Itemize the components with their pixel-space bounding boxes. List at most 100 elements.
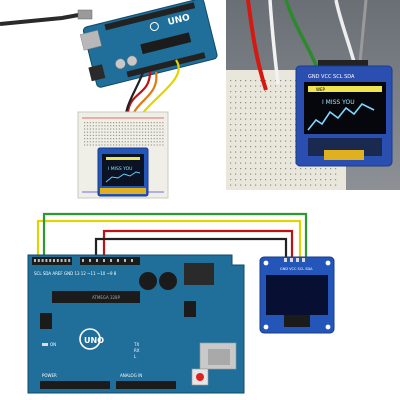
- hole: [290, 151, 292, 153]
- reset-button[interactable]: [196, 373, 204, 381]
- hole: [260, 162, 262, 164]
- hole: [136, 128, 138, 130]
- hole: [270, 140, 272, 142]
- hole: [118, 122, 120, 124]
- header-pin: [56, 259, 59, 262]
- hole: [245, 146, 247, 148]
- hole: [235, 107, 237, 109]
- hole: [142, 122, 144, 124]
- hole: [104, 128, 106, 130]
- hole: [150, 144, 152, 146]
- hole: [245, 162, 247, 164]
- hole: [153, 128, 155, 130]
- hole: [95, 138, 97, 140]
- hole: [136, 138, 138, 140]
- hole: [136, 144, 138, 146]
- oled-schematic-module: GND VCC SCL SDA: [259, 256, 335, 334]
- hole: [275, 184, 277, 186]
- hole: [290, 146, 292, 148]
- hole: [130, 138, 132, 140]
- hole: [162, 125, 164, 127]
- hole: [86, 125, 89, 127]
- hole: [290, 162, 292, 164]
- hole: [89, 122, 91, 124]
- hole: [290, 113, 292, 115]
- hole: [230, 118, 232, 120]
- hole: [280, 102, 282, 104]
- hole: [118, 128, 120, 130]
- hole: [230, 124, 232, 126]
- hole: [98, 138, 100, 140]
- hole: [124, 134, 126, 136]
- hole: [250, 184, 252, 186]
- photo-wire-white: [268, 0, 280, 85]
- hole: [144, 141, 147, 143]
- hole: [265, 91, 267, 93]
- arduino-uno-board: UNO: [79, 0, 218, 88]
- hole: [245, 102, 247, 104]
- label-tx: TX: [133, 342, 139, 347]
- oled-module: I MISS YOU: [97, 147, 149, 197]
- hole: [290, 102, 292, 104]
- hole: [84, 141, 86, 143]
- hole: [136, 122, 138, 124]
- hole: [255, 107, 257, 109]
- hole: [95, 125, 97, 127]
- hole: [245, 113, 247, 115]
- hole: [230, 113, 232, 115]
- hole: [250, 157, 252, 159]
- label-power: POWER: [42, 373, 57, 378]
- hole: [250, 85, 252, 87]
- hole: [265, 146, 267, 148]
- hole: [280, 118, 282, 120]
- hole: [310, 184, 312, 186]
- hole: [265, 168, 267, 170]
- hole: [124, 122, 126, 124]
- hole: [144, 144, 147, 146]
- hole: [280, 124, 282, 126]
- hole: [245, 157, 247, 159]
- hole: [153, 144, 155, 146]
- hole: [150, 131, 152, 133]
- hole: [124, 128, 126, 130]
- hole: [280, 135, 282, 137]
- hole: [86, 138, 89, 140]
- hole: [245, 118, 247, 120]
- hole: [156, 144, 158, 146]
- hole: [230, 102, 232, 104]
- hole: [121, 141, 123, 143]
- hole: [280, 157, 282, 159]
- hole: [280, 107, 282, 109]
- hole: [230, 146, 232, 148]
- hole: [84, 125, 86, 127]
- hole: [230, 162, 232, 164]
- hole: [230, 135, 232, 137]
- hole: [240, 162, 242, 164]
- hole: [285, 118, 287, 120]
- hole: [240, 85, 242, 87]
- hole: [305, 173, 307, 175]
- header-pin: [49, 259, 52, 262]
- hole: [156, 141, 158, 143]
- hole: [250, 91, 252, 93]
- atmega-chip: [52, 291, 140, 303]
- hole: [290, 135, 292, 137]
- hole: [139, 131, 141, 133]
- hole: [162, 134, 164, 136]
- header-pin: [68, 259, 71, 262]
- hole: [280, 151, 282, 153]
- hole: [275, 168, 277, 170]
- hole: [265, 107, 267, 109]
- hole: [300, 179, 302, 181]
- hole: [245, 179, 247, 181]
- wiring-schematic: SCL SDA AREF GND 13 12 ~11 ~10 ~9 8 ATME…: [0, 203, 400, 400]
- oled-pin: [302, 258, 305, 262]
- hole: [290, 173, 292, 175]
- oled-screen: [266, 275, 328, 315]
- hole: [153, 131, 155, 133]
- hole: [139, 141, 141, 143]
- hole: [335, 173, 337, 175]
- hole: [89, 138, 91, 140]
- hole: [162, 144, 164, 146]
- hole: [95, 144, 97, 146]
